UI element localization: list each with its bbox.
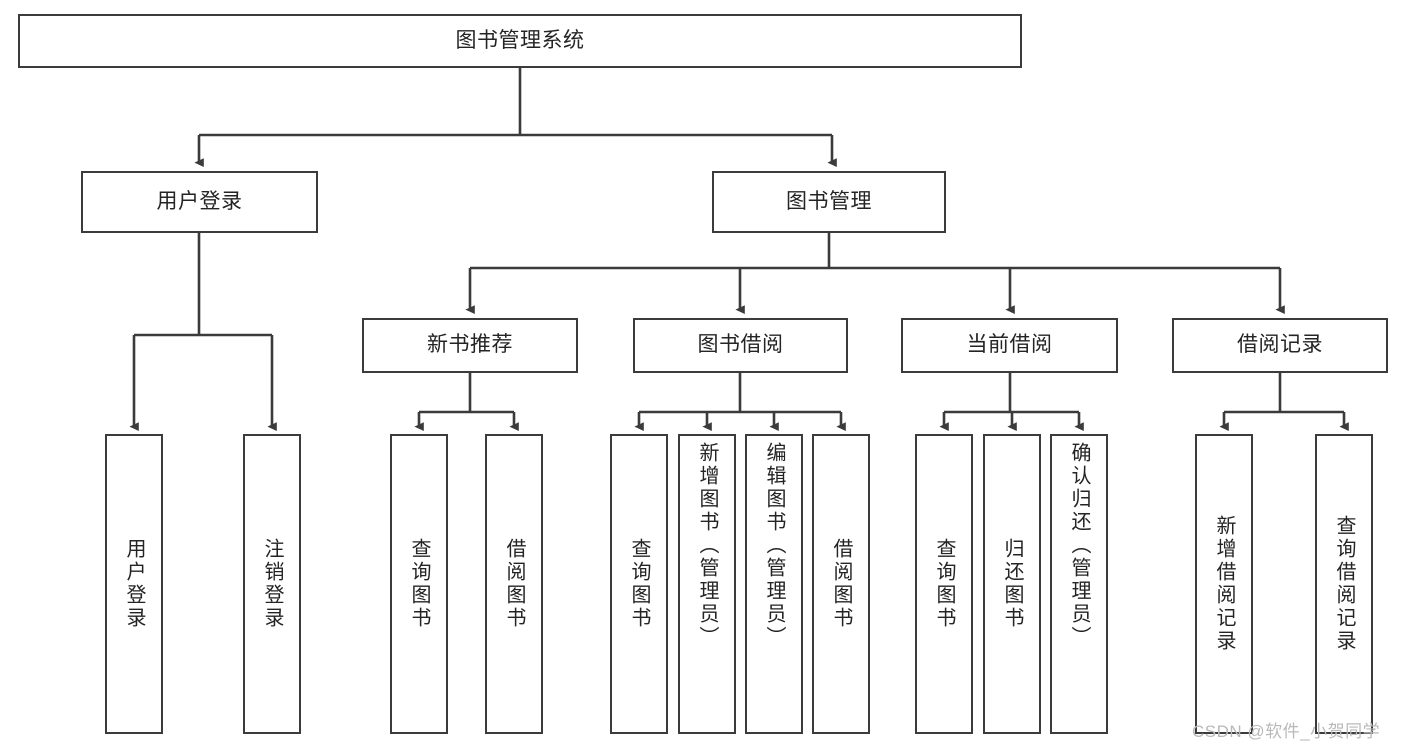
node-label: 用户登录	[123, 538, 145, 630]
node-label: 查询借阅记录	[1333, 515, 1355, 653]
node-label: 编辑图书（管理员）	[763, 442, 785, 649]
node-current-borrow[interactable]: 当前借阅	[901, 318, 1118, 373]
watermark: CSDN @软件_小贺同学	[1192, 722, 1381, 741]
node-label: 查询图书	[628, 538, 650, 630]
node-user-login[interactable]: 用户登录	[81, 171, 318, 233]
node-book-borrow[interactable]: 图书借阅	[633, 318, 848, 373]
leaf-borrow-borrow-book[interactable]: 借阅图书	[812, 434, 870, 734]
leaf-record-query-record[interactable]: 查询借阅记录	[1315, 434, 1373, 734]
node-label: 借阅记录	[1237, 333, 1323, 357]
leaf-record-add-record[interactable]: 新增借阅记录	[1195, 434, 1253, 734]
node-label: 确认归还（管理员）	[1068, 442, 1090, 649]
node-label: 借阅图书	[830, 538, 852, 630]
leaf-borrow-edit-book-admin[interactable]: 编辑图书（管理员）	[745, 434, 803, 734]
leaf-borrow-add-book-admin[interactable]: 新增图书（管理员）	[678, 434, 736, 734]
leaf-current-return-book[interactable]: 归还图书	[983, 434, 1041, 734]
node-label: 查询图书	[408, 538, 430, 630]
node-root-book-management-system[interactable]: 图书管理系统	[18, 14, 1022, 68]
node-label: 图书借阅	[697, 333, 784, 357]
node-label: 图书管理	[786, 189, 872, 213]
leaf-current-confirm-return-admin[interactable]: 确认归还（管理员）	[1050, 434, 1108, 734]
node-label: 新增借阅记录	[1213, 515, 1235, 653]
leaf-new-book-borrow[interactable]: 借阅图书	[485, 434, 543, 734]
node-label: 注销登录	[261, 538, 283, 630]
leaf-user-login-login[interactable]: 用户登录	[105, 434, 163, 734]
leaf-new-book-query[interactable]: 查询图书	[390, 434, 448, 734]
node-label: 查询图书	[933, 538, 955, 630]
leaf-current-query-book[interactable]: 查询图书	[915, 434, 973, 734]
node-label: 借阅图书	[503, 538, 525, 630]
leaf-user-login-logout[interactable]: 注销登录	[243, 434, 301, 734]
node-label: 用户登录	[156, 189, 243, 213]
node-new-book-recommend[interactable]: 新书推荐	[362, 318, 578, 373]
node-label: 图书管理系统	[455, 28, 585, 52]
node-label: 新书推荐	[427, 333, 513, 357]
node-label: 归还图书	[1001, 538, 1023, 630]
node-borrow-record[interactable]: 借阅记录	[1172, 318, 1388, 373]
node-book-management[interactable]: 图书管理	[712, 171, 946, 233]
node-label: 当前借阅	[966, 333, 1053, 357]
node-label: 新增图书（管理员）	[696, 442, 718, 649]
leaf-borrow-query-book[interactable]: 查询图书	[610, 434, 668, 734]
